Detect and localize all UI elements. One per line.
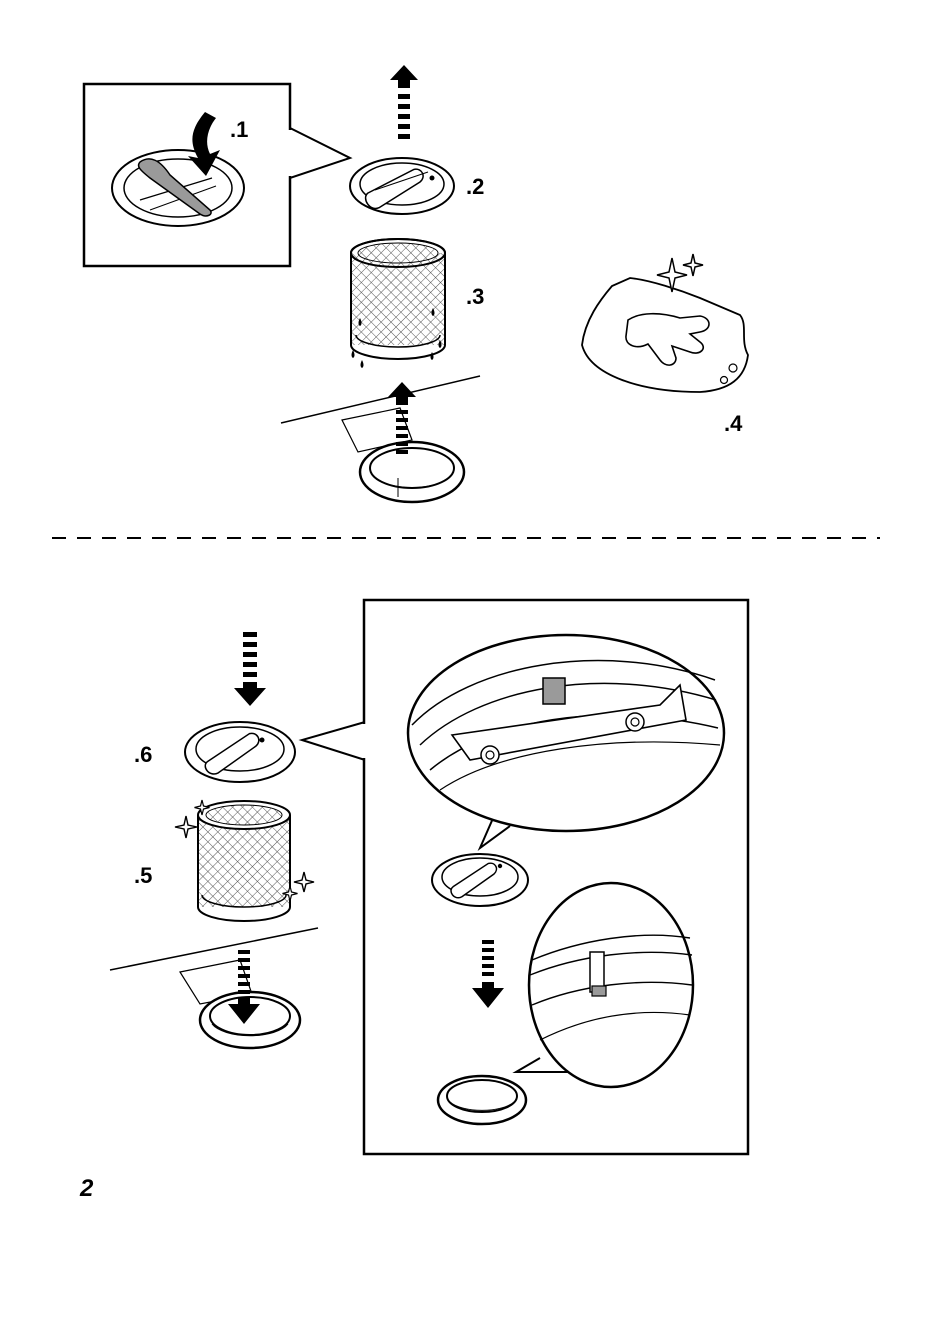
step-5-label: .5 bbox=[134, 863, 152, 888]
sink-counter-bottom bbox=[110, 928, 318, 1048]
step-1-callout: .1 bbox=[84, 84, 350, 266]
step-1-label: .1 bbox=[230, 117, 248, 142]
sink-counter-top bbox=[281, 376, 480, 502]
hole-detail-icon bbox=[438, 1076, 526, 1124]
step-4-label: .4 bbox=[724, 411, 743, 436]
cap-removed-icon bbox=[350, 158, 454, 214]
step-3-label: .3 bbox=[466, 284, 484, 309]
cap-detail-icon bbox=[432, 854, 528, 906]
page-number: 2 bbox=[79, 1175, 94, 1202]
step-2-label: .2 bbox=[466, 174, 484, 199]
lift-up-arrow-icon bbox=[390, 65, 418, 139]
detail-callout bbox=[302, 600, 748, 1154]
filter-basket-clean-icon bbox=[175, 800, 314, 921]
insert-down-arrow-icon bbox=[234, 632, 266, 706]
cap-replace-icon bbox=[185, 722, 295, 782]
filter-basket-dripping-icon bbox=[351, 239, 445, 368]
step-6-label: .6 bbox=[134, 742, 152, 767]
hand-cleaning-icon bbox=[582, 254, 748, 392]
